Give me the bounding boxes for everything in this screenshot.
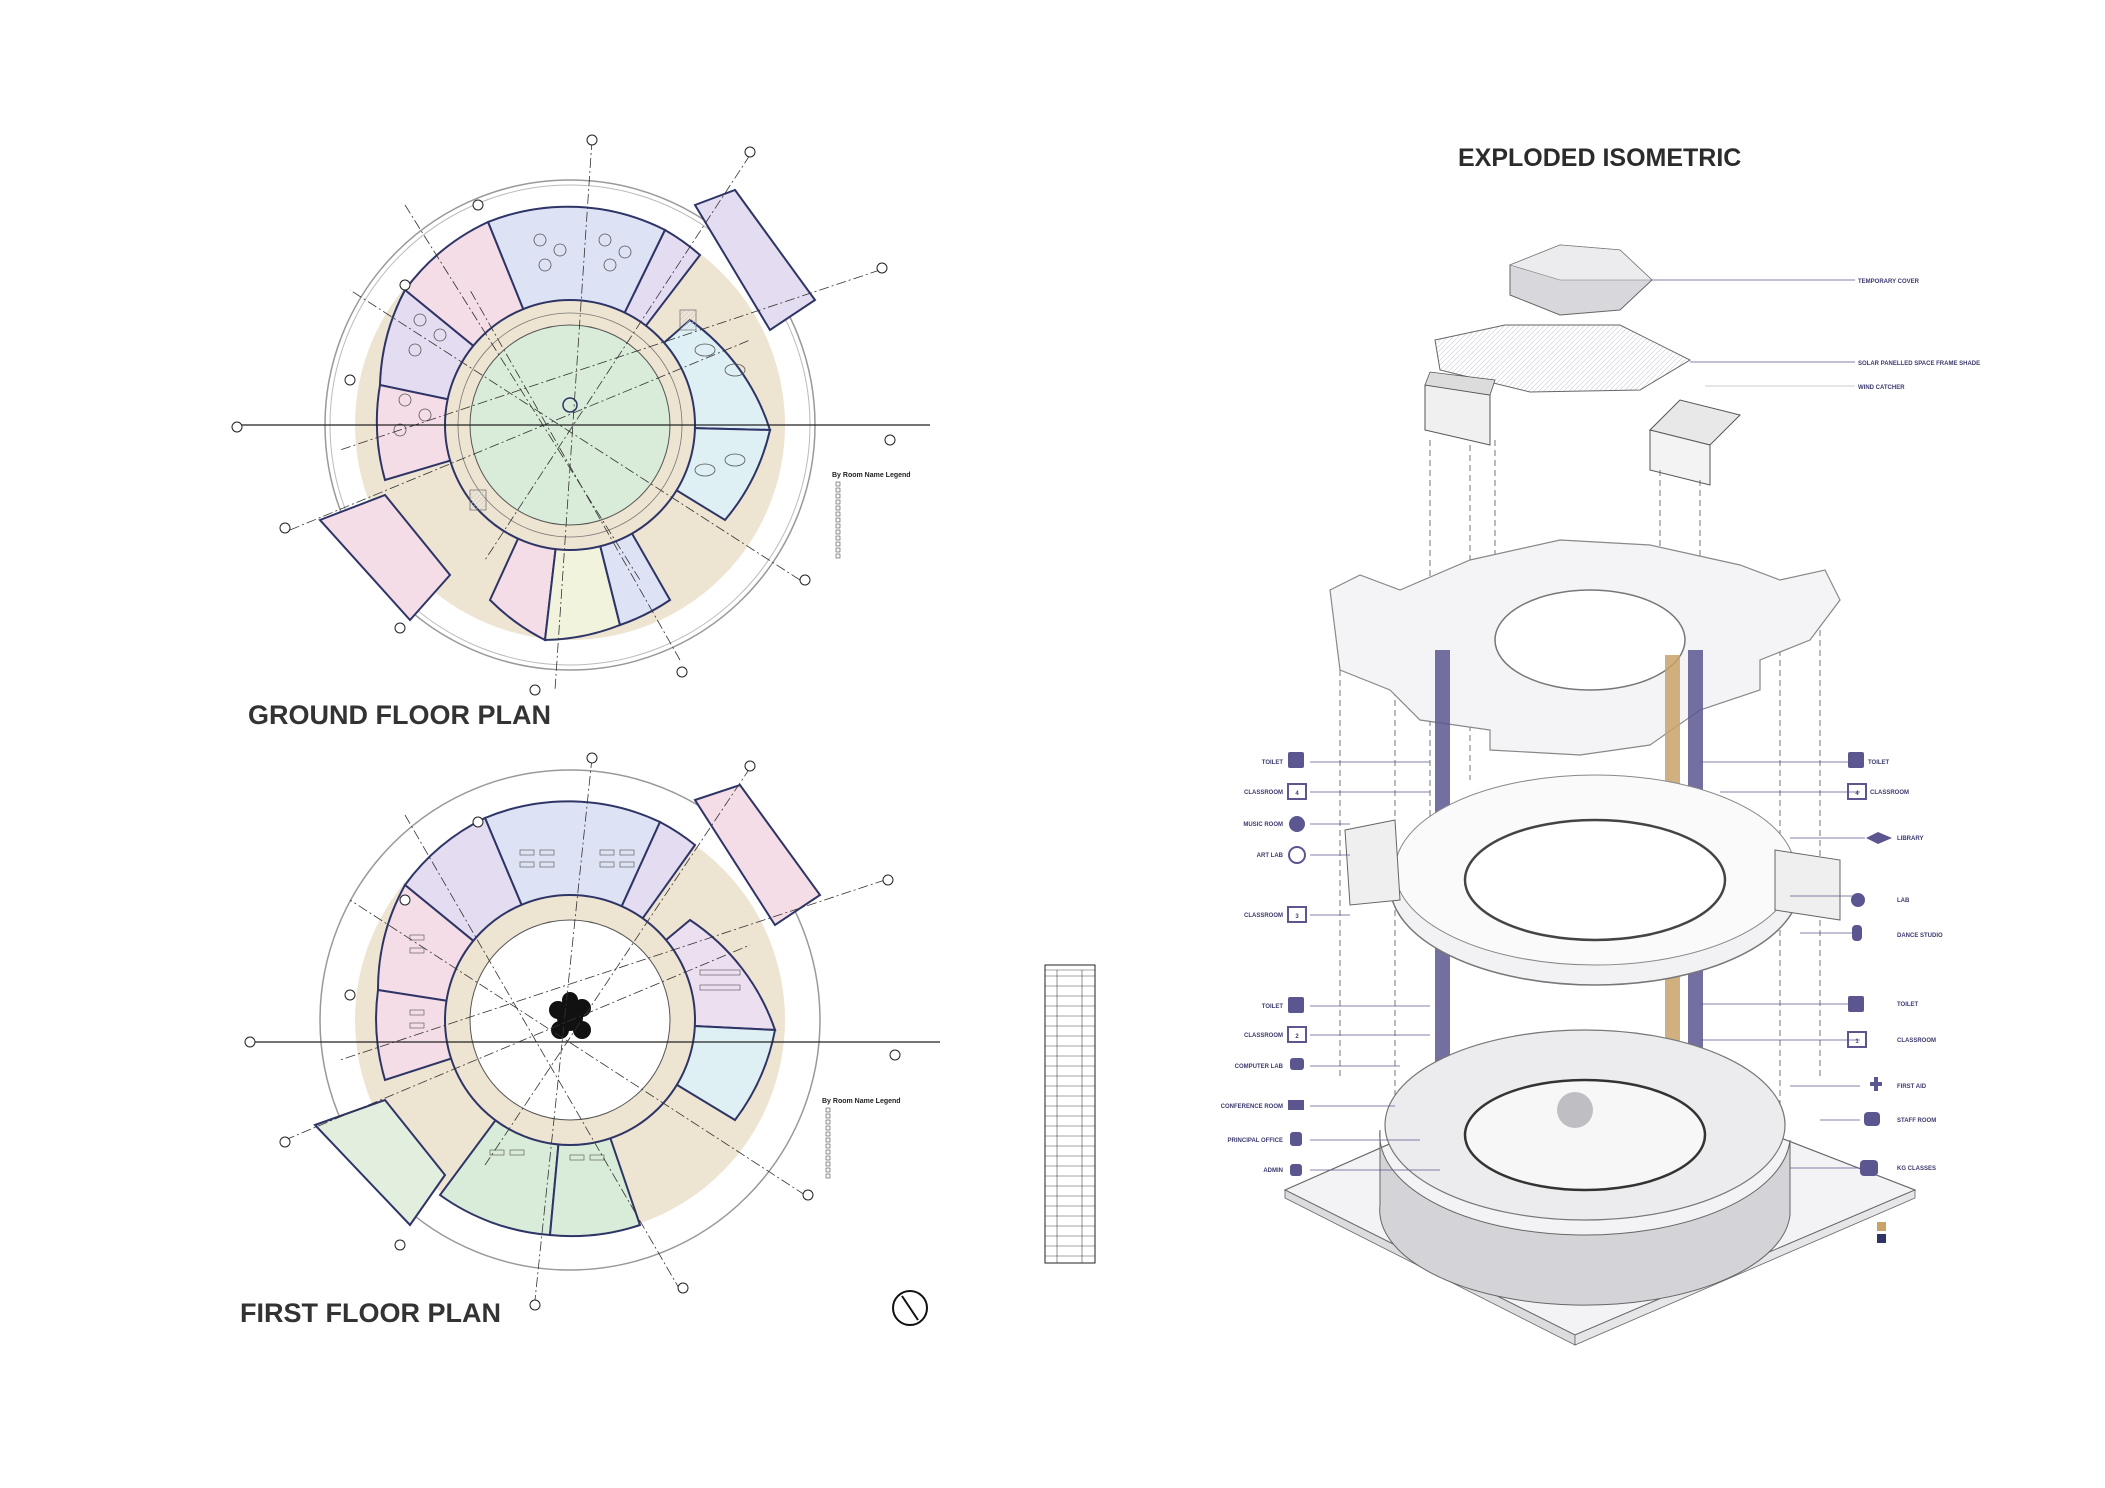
lab-icon (1851, 893, 1865, 907)
classroom-icon (1847, 783, 1867, 800)
label-kg-classes: KG CLASSES (1897, 1166, 1936, 1172)
area-schedule-table (1044, 964, 1096, 1264)
first-floor-title: FIRST FLOOR PLAN (240, 1298, 501, 1328)
toilet-icon (1288, 997, 1304, 1013)
classroom-icon (1287, 906, 1307, 923)
ground-floor-title: GROUND FLOOR PLAN (248, 700, 551, 730)
label-solar-frame: SOLAR PANELLED SPACE FRAME SHADE (1858, 361, 1980, 367)
music-icon (1289, 816, 1305, 832)
label-temporary-cover: TEMPORARY COVER (1858, 279, 1920, 285)
label-library: LIBRARY (1897, 836, 1923, 842)
label-lab: LAB (1897, 898, 1910, 904)
label-principal-office: PRINCIPAL OFFICE (1228, 1138, 1283, 1144)
conference-icon (1288, 1100, 1304, 1110)
admin-icon (1290, 1164, 1302, 1176)
first-aid-icon (1870, 1077, 1882, 1091)
office-icon (1290, 1132, 1302, 1146)
label-computer-lab: COMPUTER LAB (1235, 1064, 1284, 1070)
toilet-icon (1848, 996, 1864, 1012)
classroom-icon (1847, 1031, 1867, 1048)
tree-icon (549, 992, 591, 1039)
label-music-room: MUSIC ROOM (1243, 822, 1283, 828)
label-classroom-right-4: CLASSROOM (1870, 790, 1909, 796)
label-classroom-2: CLASSROOM (1244, 1033, 1283, 1039)
badge-classroom-2: 2 (1295, 1034, 1299, 1040)
label-admin: ADMIN (1263, 1168, 1283, 1174)
badge-classroom-left-4: 4 (1295, 791, 1299, 797)
ground-legend-title: By Room Name Legend (832, 472, 911, 479)
computer-icon (1290, 1058, 1304, 1070)
label-toilet-left-1: TOILET (1262, 760, 1284, 766)
kg-icon (1860, 1160, 1878, 1176)
label-first-aid: FIRST AID (1897, 1084, 1927, 1090)
exploded-isometric: TEMPORARY COVER SOLAR PANELLED SPACE FRA… (1221, 244, 1980, 1346)
classroom-icon (1287, 783, 1307, 800)
ground-floor-plan: By Room Name Legend (231, 134, 930, 696)
label-classroom-3: CLASSROOM (1244, 913, 1283, 919)
library-icon (1866, 832, 1892, 844)
label-art-lab: ART LAB (1257, 853, 1284, 859)
badge-classroom-1: 1 (1855, 1039, 1859, 1045)
label-classroom-left-4: CLASSROOM (1244, 790, 1283, 796)
label-classroom-1: CLASSROOM (1897, 1038, 1936, 1044)
swatch-purple (1877, 1234, 1886, 1243)
label-toilet-right-1: TOILET (1868, 760, 1890, 766)
label-staff-room: STAFF ROOM (1897, 1118, 1936, 1124)
staff-icon (1864, 1112, 1880, 1126)
label-toilet-right-2: TOILET (1897, 1002, 1919, 1008)
label-conference-room: CONFERENCE ROOM (1221, 1104, 1283, 1110)
toilet-icon (1848, 752, 1864, 768)
classroom-icon (1287, 1026, 1307, 1043)
badge-classroom-3: 3 (1295, 914, 1299, 920)
first-legend-title: By Room Name Legend (822, 1098, 901, 1105)
north-arrow-icon (892, 1290, 928, 1326)
first-floor-plan: By Room Name Legend (244, 752, 940, 1326)
label-toilet-left-2: TOILET (1262, 1004, 1284, 1010)
label-wind-catcher: WIND CATCHER (1858, 385, 1905, 391)
dance-icon (1852, 925, 1862, 941)
art-icon (1288, 846, 1306, 864)
isometric-title: EXPLODED ISOMETRIC (1458, 144, 1742, 172)
label-dance-studio: DANCE STUDIO (1897, 933, 1943, 939)
toilet-icon (1288, 752, 1304, 768)
swatch-orange (1877, 1222, 1886, 1231)
badge-classroom-right-4: 4 (1855, 791, 1859, 797)
